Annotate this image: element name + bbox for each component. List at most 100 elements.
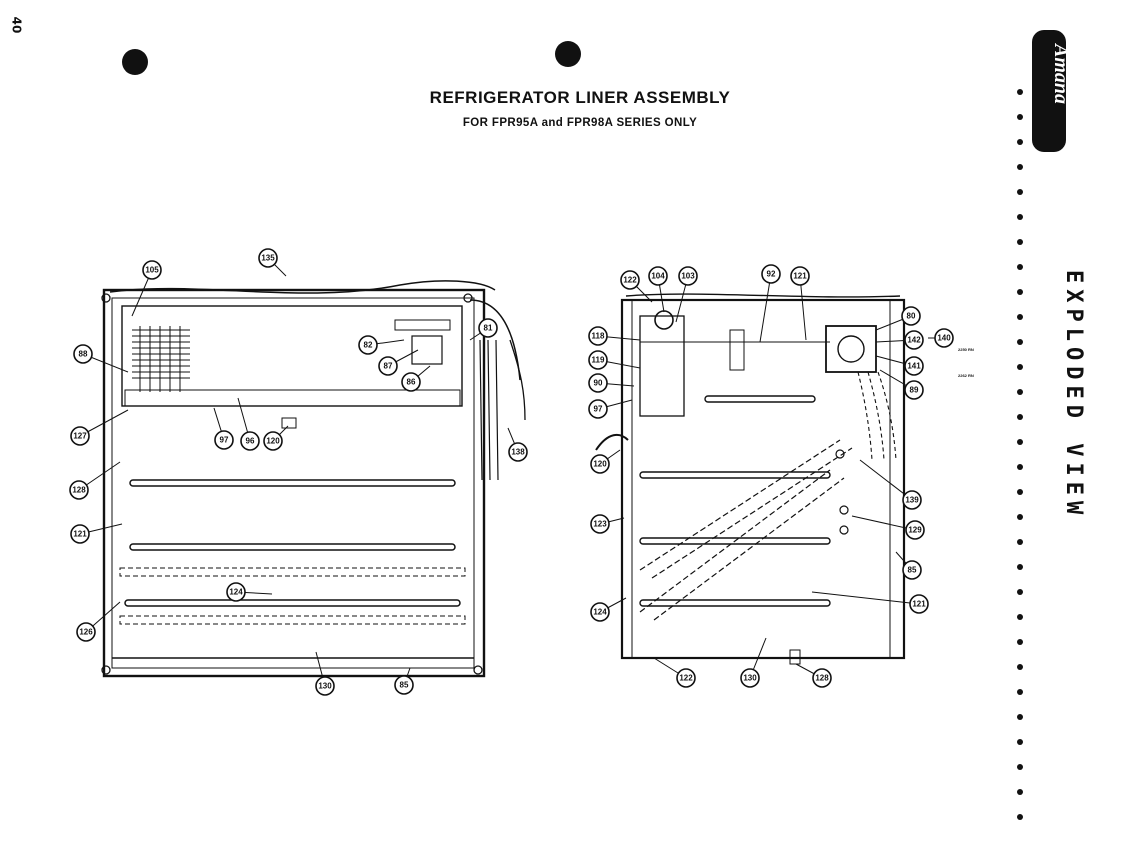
callout-number: 139 (905, 496, 919, 505)
perforation-dot (1017, 514, 1023, 520)
callout-number: 89 (910, 386, 919, 395)
perforation-dot (1017, 714, 1023, 720)
right-callout-142: 142 (875, 330, 924, 350)
callout-number: 120 (593, 460, 607, 469)
left-callout-127: 127 (70, 409, 129, 446)
diagram-title: REFRIGERATOR LINER ASSEMBLY (429, 88, 731, 107)
callout-number: 86 (407, 378, 416, 387)
callout-circle (478, 318, 498, 338)
callout-number: 123 (593, 520, 607, 529)
leader-line (811, 591, 920, 605)
perforation-dot (1017, 164, 1023, 170)
side-title: EXPLODED VIEW (1061, 270, 1086, 521)
callout-circle (214, 430, 234, 450)
perforation-dot (1017, 139, 1023, 145)
right-callout-89: 89 (879, 369, 924, 400)
right-callout-122: 122 (620, 270, 653, 303)
right-callout-92: 92 (759, 264, 781, 343)
callout-circle (142, 260, 162, 280)
left-callout-85: 85 (394, 667, 414, 695)
callout-circle (258, 248, 278, 268)
right-liner-view (595, 293, 906, 665)
perforation-dot (1017, 464, 1023, 470)
callout-number: 129 (908, 526, 922, 535)
perforation-dot (1017, 564, 1023, 570)
tiny-legend-text: 2250 RN (958, 347, 974, 352)
right-callout-122: 122 (653, 657, 696, 688)
callout-circle (240, 431, 260, 451)
callout-number: 88 (79, 350, 88, 359)
callout-number: 97 (220, 436, 229, 445)
callout-circle (394, 675, 414, 695)
left-callout-124: 124 (226, 582, 273, 602)
right-callout-130: 130 (740, 637, 767, 688)
callout-number: 130 (743, 674, 757, 683)
callout-number: 97 (594, 405, 603, 414)
right-callout-140: 140 (928, 328, 954, 348)
callout-number: 118 (592, 332, 605, 341)
callout-circle (70, 524, 90, 544)
callout-circle (508, 442, 528, 462)
callout-circle (790, 266, 810, 286)
callout-circle (905, 520, 925, 540)
callout-circle (226, 582, 246, 602)
callout-number: 81 (484, 324, 493, 333)
callout-circle (588, 399, 608, 419)
perforation-dot (1017, 114, 1023, 120)
callout-number: 128 (815, 674, 829, 683)
left-callout-97: 97 (213, 407, 234, 450)
right-callout-118: 118 (588, 326, 641, 346)
perforation-dot (1017, 764, 1023, 770)
callout-number: 128 (72, 486, 86, 495)
right-callout-128: 128 (795, 663, 832, 688)
tiny-legend-text: 2262 RN (958, 373, 974, 378)
right-callout-121: 121 (790, 266, 810, 341)
callout-number: 119 (592, 356, 605, 365)
callout-circle (904, 356, 924, 376)
callout-number: 96 (246, 437, 255, 446)
perforation-dot (1017, 389, 1023, 395)
right-callout-124: 124 (590, 597, 627, 622)
callout-number: 87 (384, 362, 393, 371)
callout-number: 122 (679, 674, 693, 683)
callout-number: 82 (364, 341, 373, 350)
callout-circle (590, 454, 610, 474)
callout-circle (588, 326, 608, 346)
perforation-dot (1017, 439, 1023, 445)
right-callout-85: 85 (895, 551, 922, 580)
left-callout-128: 128 (69, 461, 121, 500)
right-callout-90: 90 (588, 373, 635, 393)
perforation-dot (1017, 814, 1023, 820)
perforation-dot (1017, 539, 1023, 545)
diagram-subtitle: FOR FPR95A and FPR98A SERIES ONLY (462, 117, 698, 129)
perforation-dot (1017, 239, 1023, 245)
callout-number: 121 (793, 272, 807, 281)
callout-number: 104 (651, 272, 665, 281)
left-callout-135: 135 (258, 248, 287, 277)
perforation-dot (1017, 214, 1023, 220)
perforation-dot (1017, 614, 1023, 620)
callout-number: 105 (145, 266, 159, 275)
right-callout-80: 80 (875, 306, 921, 331)
callout-circle (740, 668, 760, 688)
left-callout-126: 126 (76, 601, 121, 642)
left-callout-87: 87 (378, 349, 419, 376)
perforation-dot (1017, 339, 1023, 345)
callout-number: 121 (73, 530, 87, 539)
callout-circle (678, 266, 698, 286)
right-callout-103: 103 (675, 266, 698, 323)
right-callout-119: 119 (588, 350, 641, 370)
callout-number: 85 (400, 681, 409, 690)
perforation-dot (1017, 489, 1023, 495)
callout-circle (263, 431, 283, 451)
perforation-dot (1017, 414, 1023, 420)
right-callout-129: 129 (851, 515, 925, 540)
callout-number: 135 (261, 254, 275, 263)
callout-circle (676, 668, 696, 688)
left-callout-138: 138 (507, 427, 528, 462)
callout-circle (648, 266, 668, 286)
callout-number: 138 (511, 448, 525, 457)
callout-number: 90 (594, 379, 603, 388)
perforation-dot (1017, 264, 1023, 270)
